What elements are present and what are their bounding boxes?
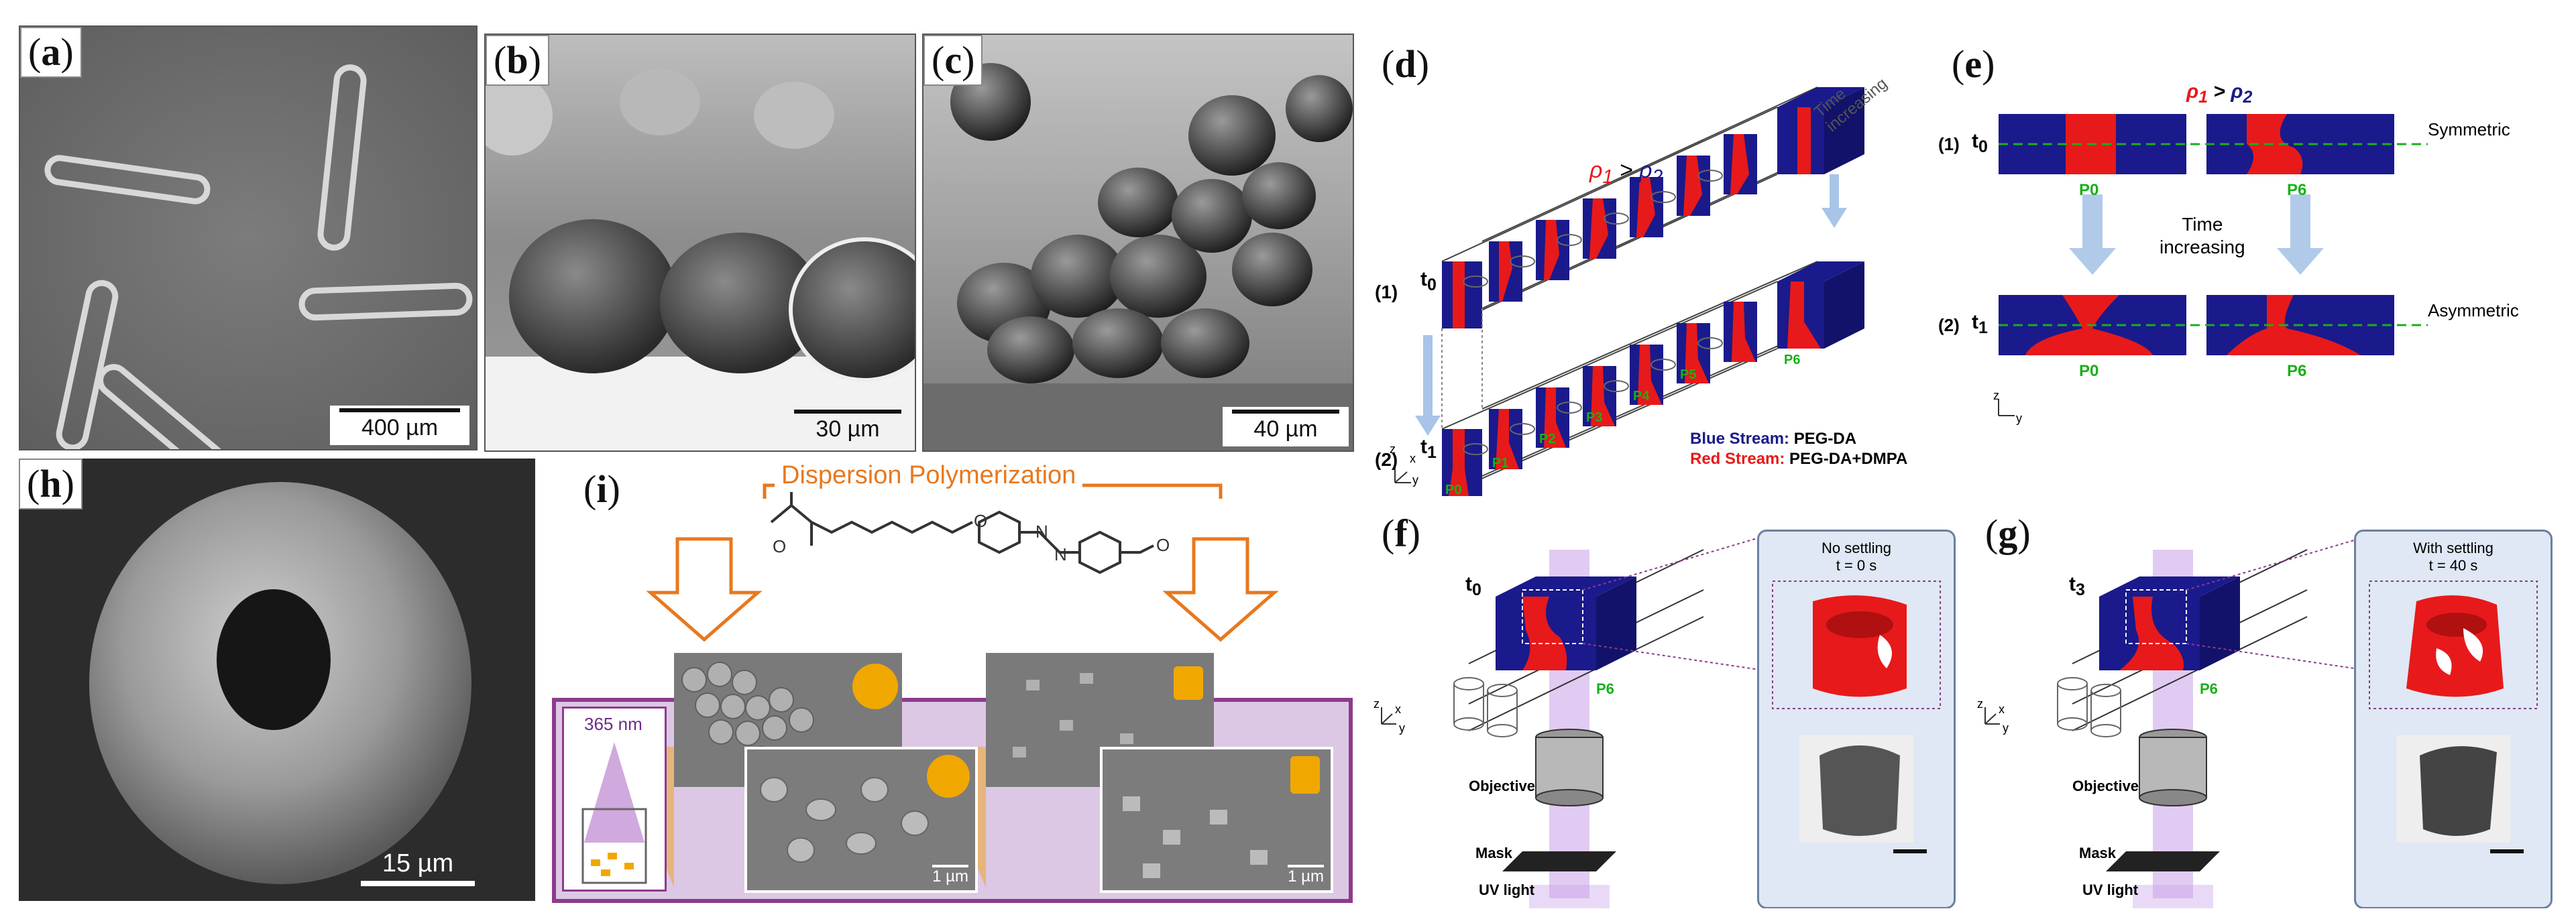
panel-a: (a) 400 µm <box>19 25 478 450</box>
uv-label-g: UV light <box>2082 882 2139 898</box>
pos-p2: P2 <box>1539 432 1556 446</box>
panel-label-c: (c) <box>923 35 983 86</box>
density-relation-e: ρ1 > ρ2 <box>2186 80 2253 107</box>
toroid-particle-image <box>19 459 535 901</box>
svg-text:O: O <box>773 536 786 556</box>
panel-b: (b) 30 µm <box>484 34 916 452</box>
scale-label-a: 400 µm <box>330 406 469 445</box>
objective-label-f: Objective <box>1469 778 1536 794</box>
particles-cluster-image <box>923 35 1353 450</box>
pos-p5: P5 <box>1680 367 1697 382</box>
row-label-1-d: (1) <box>1375 282 1398 302</box>
row-label-1-e: (1) <box>1938 134 1960 154</box>
p6-label-e1: P6 <box>2287 181 2307 199</box>
p6-label-g: P6 <box>2200 680 2218 697</box>
channel-stream-diagram <box>1394 86 1864 496</box>
svg-text:N: N <box>1035 522 1048 542</box>
svg-text:O: O <box>1156 535 1170 555</box>
settled-shape-f <box>1772 581 1941 853</box>
scale-label-i-left: 1 µm <box>932 865 968 886</box>
uv-vial-box: 365 nm <box>562 707 667 892</box>
panel-label-h: (h) <box>19 459 82 509</box>
panel-label-e: (e) <box>1952 42 1995 86</box>
row-label-2-e: (2) <box>1938 315 1960 335</box>
panel-label-i: (i) <box>583 467 620 511</box>
row-label-2-d: (2) <box>1375 449 1398 470</box>
time-label-g: t3 <box>2069 573 2085 599</box>
particles-side-view-image <box>486 35 915 450</box>
svg-text:N: N <box>1054 544 1067 564</box>
panel-label-g: (g) <box>1985 511 2031 555</box>
scale-label-c: 40 µm <box>1223 407 1349 446</box>
uv-label-f: UV light <box>1479 882 1535 898</box>
panel-h: (h) 15 µm <box>19 459 535 901</box>
scale-label-b: 30 µm <box>785 407 911 446</box>
time-t0-d: t0 <box>1420 268 1437 294</box>
mask-label-f: Mask <box>1475 845 1513 861</box>
uv-wavelength-label: 365 nm <box>584 714 642 734</box>
panel-c: (c) 40 µm <box>922 34 1354 452</box>
sem-spheres-bottom: 1 µm <box>744 747 978 893</box>
scale-label-h: 15 µm <box>361 849 475 886</box>
scale-label-i-right: 1 µm <box>1288 865 1324 886</box>
projection-setup-g <box>1984 536 2368 908</box>
stream-legend-d: Blue Stream: PEG-DA Red Stream: PEG-DA+D… <box>1690 430 1908 468</box>
panel-e: (e) ρ1 > ρ2 (1) (2) t0 t1 Symmetric Asym… <box>1931 40 2562 442</box>
p0-label-e1: P0 <box>2079 181 2099 199</box>
time-t1-d: t1 <box>1420 436 1437 462</box>
projection-setup-f <box>1381 536 1765 908</box>
asymmetric-label: Asymmetric <box>2428 300 2519 320</box>
pos-p0: P0 <box>1445 483 1462 496</box>
lower-channel-crosssections <box>1442 261 1864 496</box>
p0-label-e2: P0 <box>2079 362 2099 380</box>
time-t0-e: t0 <box>1972 130 1988 156</box>
panel-label-a: (a) <box>20 27 82 78</box>
symmetric-label: Symmetric <box>2428 119 2510 139</box>
pos-p1: P1 <box>1492 456 1509 471</box>
pos-p3: P3 <box>1586 410 1603 425</box>
panel-i: (i) O O N N O Dispersion Polymerization <box>550 459 1355 908</box>
panel-label-b: (b) <box>486 35 549 86</box>
svg-text:O: O <box>974 511 987 531</box>
mask-label-g: Mask <box>2079 845 2117 861</box>
panel-d: (d) <box>1368 40 1918 496</box>
upper-channel-crosssections <box>1442 87 1864 328</box>
sem-cylinders-bottom: 1 µm <box>1100 747 1333 893</box>
panel-label-f: (f) <box>1382 511 1420 555</box>
p6-label-e2: P6 <box>2287 362 2307 380</box>
panel-label-d: (d) <box>1382 42 1429 86</box>
p6-label-f: P6 <box>1596 680 1614 697</box>
time-label-f: t0 <box>1465 573 1481 599</box>
density-relation-d: ρ1 > ρ2 <box>1589 158 1663 188</box>
pos-p6: P6 <box>1784 353 1801 367</box>
time-t1-e: t1 <box>1972 311 1988 337</box>
stream-profile-diagram <box>1998 114 2428 416</box>
pos-p4: P4 <box>1633 389 1650 404</box>
rod-particles-image <box>20 27 476 449</box>
objective-label-g: Objective <box>2072 778 2139 794</box>
dispersion-title: Dispersion Polymerization <box>775 461 1083 490</box>
settled-shape-g <box>2369 581 2538 853</box>
